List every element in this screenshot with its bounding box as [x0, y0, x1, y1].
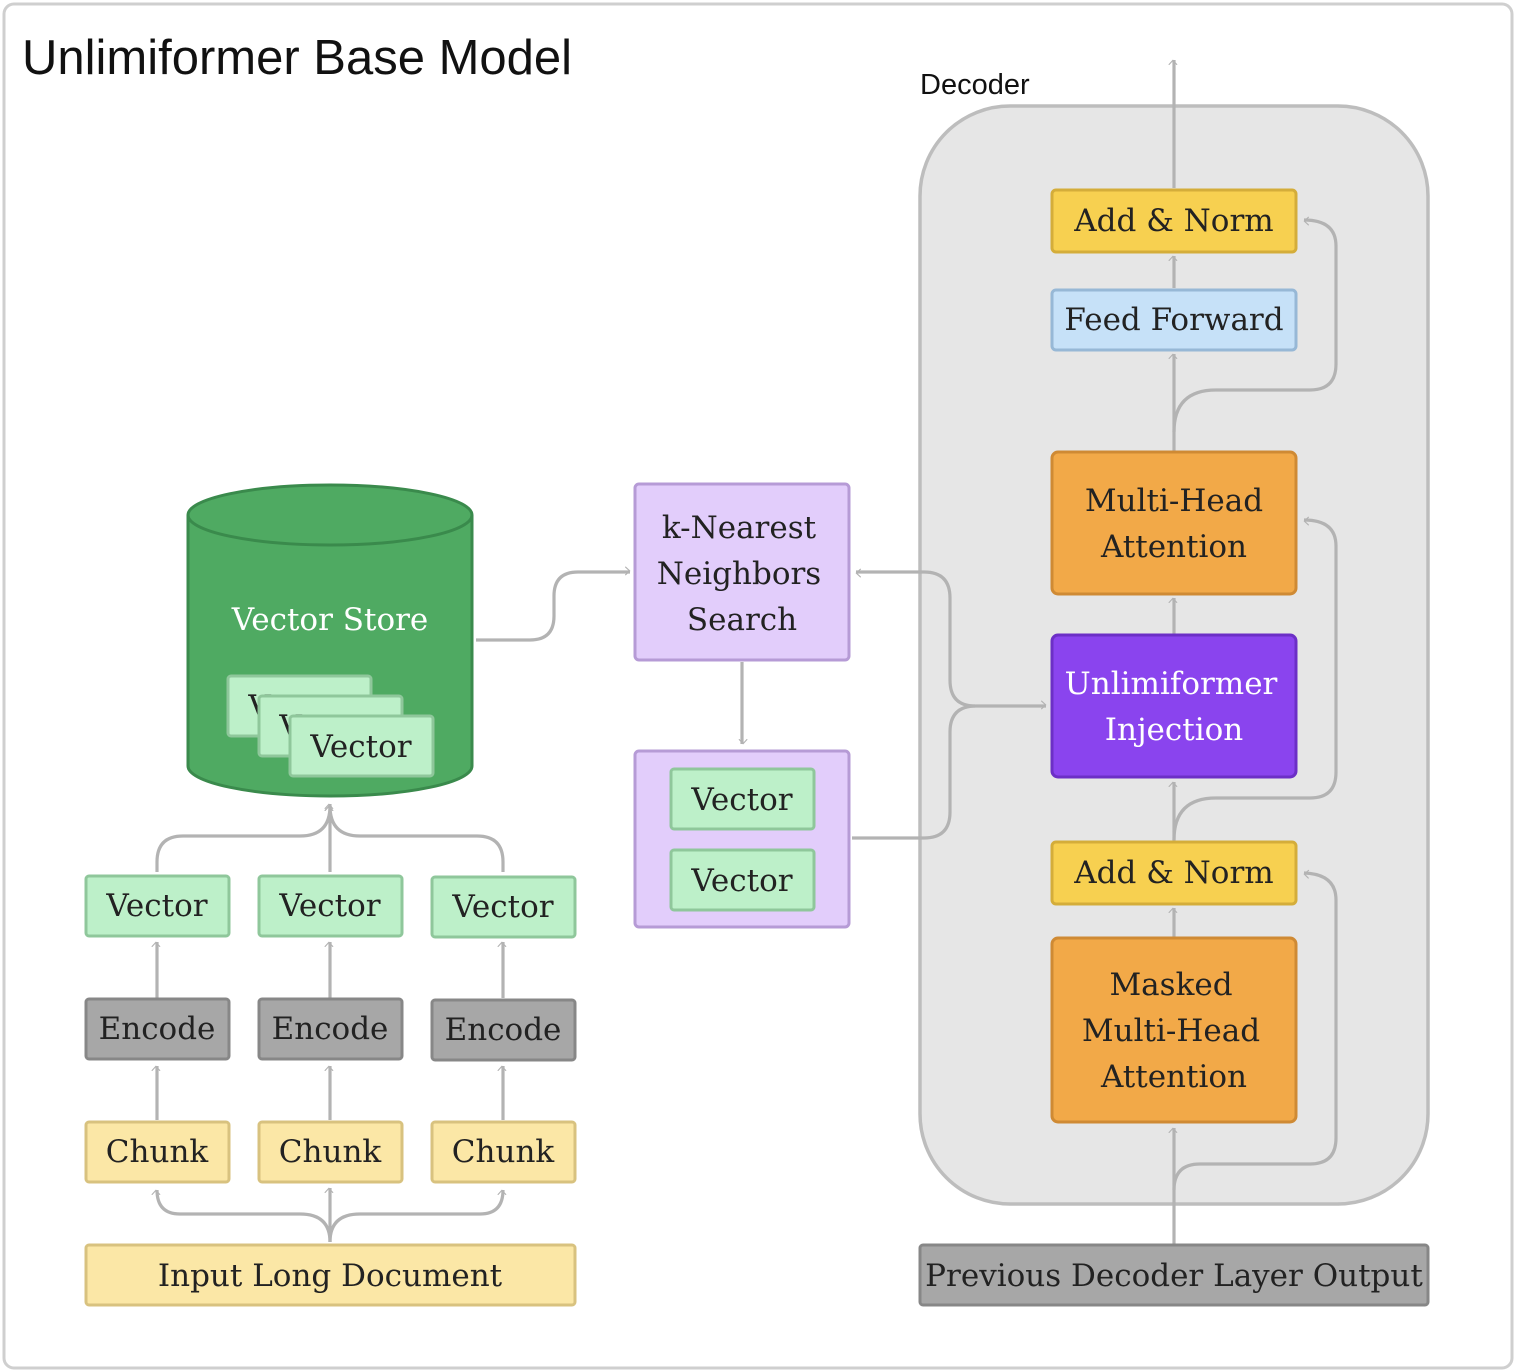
- knn-label-line-2: Neighbors: [657, 556, 821, 592]
- stored-vector-3: Vector: [288, 714, 435, 778]
- arrow-vector-merge-right: [324, 805, 505, 872]
- vector-store-label: Vector Store: [231, 602, 429, 638]
- masked-label-line-1: Masked: [1109, 967, 1232, 1003]
- knn-result-vector-2: Vector: [669, 848, 816, 912]
- encode-2: Encode: [257, 997, 404, 1061]
- encode-1: Encode: [84, 997, 231, 1061]
- residual-2: [1172, 516, 1338, 841]
- knn-result-vector-1: Vector: [669, 767, 816, 831]
- arrow-doc-to-chunk-left: [151, 1189, 332, 1243]
- decoder-add-norm-bottom: Add & Norm: [1050, 840, 1298, 906]
- mha-label-line-1: Multi-Head: [1085, 483, 1263, 519]
- injection-label-line-1: Unlimiformer: [1065, 666, 1278, 702]
- pipeline-vector-2: Vector: [257, 874, 404, 938]
- residual-1: [1172, 869, 1338, 1191]
- encode-2-label: Encode: [272, 1011, 389, 1047]
- chunk-3-label: Chunk: [452, 1134, 555, 1170]
- arrow-results-to-injection: [852, 700, 1047, 840]
- pipeline-vector-2-label: Vector: [278, 888, 380, 924]
- chunk-1-label: Chunk: [106, 1134, 209, 1170]
- pipeline-vector-3: Vector: [430, 875, 577, 939]
- decoder-label: Decoder: [920, 69, 1030, 101]
- pipeline-vector-3-label: Vector: [451, 889, 553, 925]
- decoder-add-norm-top: Add & Norm: [1050, 188, 1298, 254]
- knn-result-vector-2-label: Vector: [690, 863, 792, 899]
- connectors: [151, 59, 1338, 1244]
- add-norm-bottom-label: Add & Norm: [1073, 855, 1273, 891]
- masked-label-line-3: Attention: [1100, 1059, 1247, 1095]
- encode-3: Encode: [430, 998, 577, 1062]
- knn-label-line-1: k-Nearest: [662, 510, 817, 546]
- add-norm-top-label: Add & Norm: [1073, 203, 1273, 239]
- encode-1-label: Encode: [99, 1011, 216, 1047]
- decoder-multi-head-attention: Multi-Head Attention: [1050, 450, 1298, 596]
- injection-label-line-2: Injection: [1105, 712, 1244, 748]
- mha-label-line-2: Attention: [1100, 529, 1247, 565]
- feed-forward-label: Feed Forward: [1064, 302, 1283, 338]
- arrow-store-to-knn: [476, 566, 631, 642]
- pipeline-vector-1-label: Vector: [105, 888, 207, 924]
- chunk-2-label: Chunk: [279, 1134, 382, 1170]
- input-long-document-label: Input Long Document: [158, 1258, 503, 1294]
- chunk-1: Chunk: [84, 1120, 231, 1184]
- knn-results: Vector Vector: [633, 749, 851, 929]
- stored-vector-3-label: Vector: [309, 729, 411, 765]
- pipeline-vector-1: Vector: [84, 874, 231, 938]
- chunk-2: Chunk: [257, 1120, 404, 1184]
- input-long-document: Input Long Document: [84, 1243, 577, 1307]
- decoder-feed-forward: Feed Forward: [1050, 288, 1298, 352]
- decoder-masked-attention: Masked Multi-Head Attention: [1050, 936, 1298, 1124]
- vector-store: Vector Store Vector Vector Vector: [186, 483, 474, 798]
- knn-label-line-3: Search: [687, 602, 797, 638]
- previous-layer-output: Previous Decoder Layer Output: [918, 1243, 1430, 1307]
- previous-layer-output-label: Previous Decoder Layer Output: [925, 1258, 1423, 1294]
- knn-result-vector-1-label: Vector: [690, 782, 792, 818]
- knn-search: k-Nearest Neighbors Search: [633, 482, 851, 662]
- diagram-title: Unlimiformer Base Model: [22, 31, 572, 85]
- encode-3-label: Encode: [445, 1012, 562, 1048]
- chunk-3: Chunk: [430, 1120, 577, 1184]
- arrow-vector-merge-left: [155, 805, 334, 872]
- decoder-unlimiformer-injection: Unlimiformer Injection: [1050, 633, 1298, 779]
- arrow-injection-to-knn: [855, 568, 976, 708]
- residual-3: [1172, 216, 1338, 433]
- arrow-doc-to-chunk-right: [328, 1189, 507, 1243]
- masked-label-line-2: Multi-Head: [1082, 1013, 1260, 1049]
